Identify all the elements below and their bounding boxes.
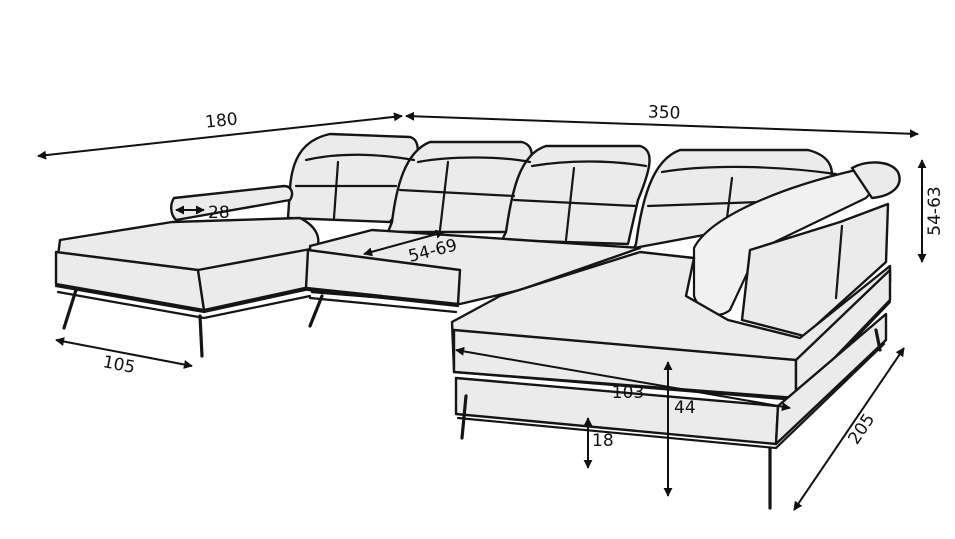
label-103: 103	[612, 383, 644, 403]
label-54-63: 54-63	[925, 186, 945, 235]
label-44: 44	[674, 398, 696, 418]
dim-line-180	[37, 112, 403, 160]
dimension-lines	[37, 111, 927, 511]
dim-line-54-69	[363, 229, 445, 257]
label-28: 28	[208, 203, 230, 223]
left-chaise	[54, 184, 320, 320]
label-180: 180	[204, 109, 238, 132]
dim-line-103	[455, 346, 791, 412]
sofa-illustration	[54, 132, 901, 510]
label-205: 205	[844, 410, 879, 448]
label-350: 350	[648, 102, 681, 123]
dim-line-105	[55, 337, 193, 369]
dim-line-350	[405, 111, 919, 139]
label-18: 18	[592, 431, 614, 451]
dim-line-205	[793, 347, 905, 511]
back-cushions	[286, 132, 838, 250]
sofa-legs	[62, 288, 882, 510]
label-105: 105	[101, 352, 137, 378]
